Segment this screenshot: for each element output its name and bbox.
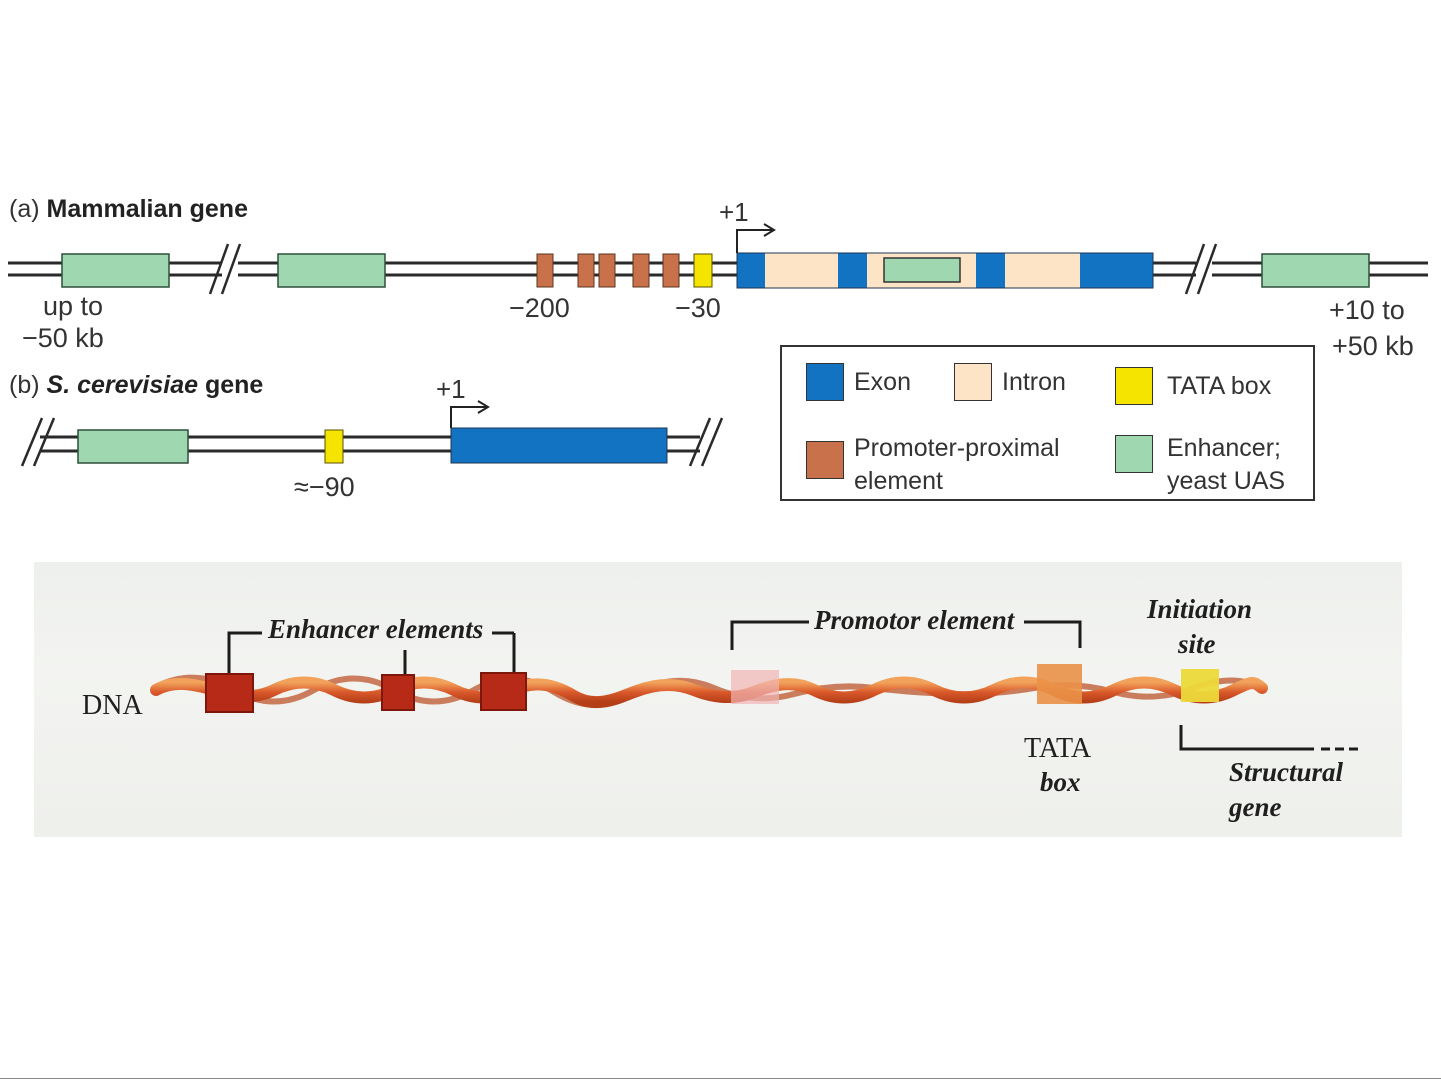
exon-2 <box>838 253 867 288</box>
legend-promoter-label-line1: Promoter-proximal <box>854 433 1060 464</box>
initiation-site-box <box>1181 669 1219 702</box>
legend-promoter-label-line2: element <box>854 466 943 497</box>
bottom-rule <box>0 1078 1441 1079</box>
tata-label-line2: box <box>1040 769 1081 796</box>
enhancer-element-1 <box>206 674 253 712</box>
enhancer-downstream <box>1262 254 1369 287</box>
panel-b-species: S. cerevisiae <box>47 371 199 399</box>
structural-gene-bracket <box>1181 725 1314 749</box>
legend: Exon Intron TATA box Promoter-proximal e… <box>780 345 1315 501</box>
panel-b-title: gene <box>205 371 263 399</box>
legend-exon-swatch <box>806 363 844 401</box>
intronic-enhancer <box>884 258 960 282</box>
legend-enhancer-swatch <box>1115 435 1153 473</box>
intron-3 <box>1005 253 1080 288</box>
legend-enhancer-label-line2: yeast UAS <box>1167 466 1285 497</box>
tata-box-mammalian <box>694 254 712 287</box>
tata-box-yeast <box>325 430 343 463</box>
promoter-proximal-element <box>633 254 649 287</box>
legend-tata-label: TATA box <box>1167 371 1271 402</box>
transcription-start-arrow-a <box>737 224 774 253</box>
yeast-exon <box>451 428 667 463</box>
panel-a-label: (a) Mammalian gene <box>9 197 248 222</box>
plus-one-a: +1 <box>719 199 749 225</box>
panel-b-label: (b) S. cerevisiae gene <box>9 373 263 398</box>
legend-tata-swatch <box>1115 367 1153 405</box>
legend-enhancer-label-line1: Enhancer; <box>1167 433 1281 464</box>
structural-gene-label-line1: Structural <box>1229 759 1343 786</box>
promoter-element-box <box>731 670 779 704</box>
enhancer-upstream-near <box>278 254 385 287</box>
enhancer-upstream-far <box>62 254 169 287</box>
legend-intron-label: Intron <box>1002 367 1066 398</box>
panel-a-title: Mammalian gene <box>47 195 248 223</box>
promoter-proximal-elements <box>537 254 679 287</box>
position-minus-200: −200 <box>509 295 570 322</box>
legend-intron-swatch <box>954 363 992 401</box>
enhancer-bracket <box>229 633 262 677</box>
exon-1 <box>737 253 765 288</box>
position-minus-90: ≈−90 <box>294 474 355 501</box>
downstream-range-line2: +50 kb <box>1332 333 1414 360</box>
promotor-bracket <box>732 622 809 650</box>
panel-b-prefix: (b) <box>9 371 40 399</box>
promoter-proximal-element <box>599 254 615 287</box>
panel-a-prefix: (a) <box>9 195 40 223</box>
enhancer-element-3 <box>481 673 526 710</box>
initiation-site-label-line1: Initiation <box>1147 596 1252 623</box>
transcription-start-arrow-b <box>451 401 488 428</box>
position-minus-30: −30 <box>675 295 721 322</box>
dna-illustration-panel: Enhancer elements Promotor element Initi… <box>34 562 1402 837</box>
mammalian-gene-body <box>737 253 1153 288</box>
promoter-proximal-element <box>663 254 679 287</box>
legend-exon-label: Exon <box>854 367 911 398</box>
promoter-proximal-element <box>578 254 594 287</box>
plus-one-b: +1 <box>436 376 466 402</box>
exon-4 <box>1080 253 1153 288</box>
downstream-range-line1: +10 to <box>1329 297 1405 324</box>
upstream-range-line1: up to <box>43 293 103 320</box>
structural-gene-label-line2: gene <box>1229 794 1281 821</box>
yeast-uas <box>78 430 188 463</box>
legend-promoter-swatch <box>806 441 844 479</box>
upstream-range-line2: −50 kb <box>22 325 104 352</box>
enhancer-elements-label: Enhancer elements <box>268 616 483 643</box>
tata-box-illustration <box>1037 664 1082 704</box>
promoter-proximal-element <box>537 254 553 287</box>
intron-1 <box>765 253 838 288</box>
initiation-site-label-line2: site <box>1178 631 1216 658</box>
exon-3 <box>976 253 1005 288</box>
dna-label: DNA <box>82 692 143 720</box>
enhancer-element-2 <box>382 675 414 710</box>
promotor-element-label: Promotor element <box>814 607 1014 634</box>
tata-label-line1: TATA <box>1024 735 1091 763</box>
